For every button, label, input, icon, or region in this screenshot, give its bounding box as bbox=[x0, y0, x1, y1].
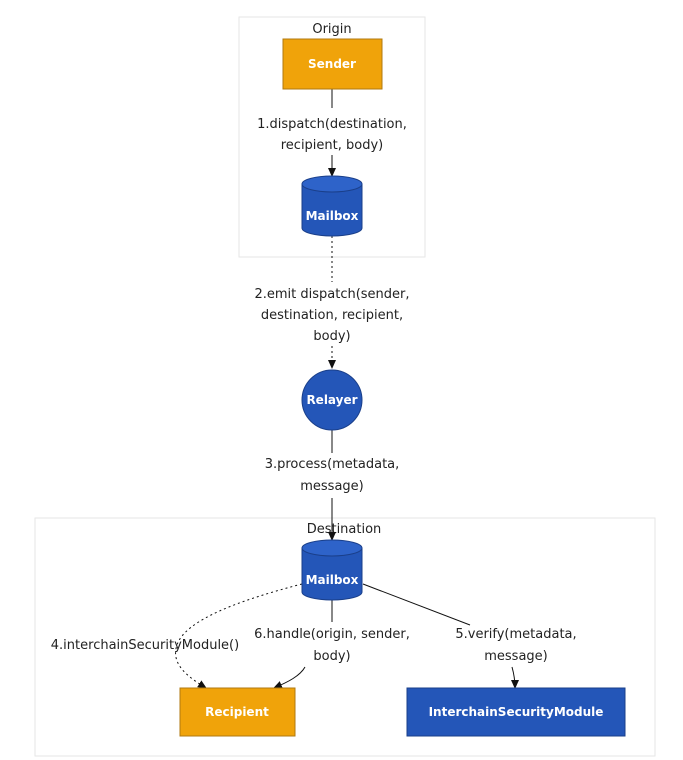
edge-ism-query-label: 4.interchainSecurityModule() bbox=[51, 638, 239, 653]
node-sender: Sender bbox=[282, 38, 383, 90]
node-recipient: Recipient bbox=[179, 687, 296, 737]
edge-handle-label-1: 6.handle(origin, sender, bbox=[254, 627, 410, 642]
edge-emit-label-1: 2.emit dispatch(sender, bbox=[254, 287, 409, 302]
node-ism: InterchainSecurityModule bbox=[406, 687, 626, 737]
node-mailbox-origin-label: Mailbox bbox=[306, 209, 359, 223]
edge-handle-tail bbox=[273, 666, 306, 689]
edge-handle-label-2: body) bbox=[313, 649, 350, 664]
edge-verify bbox=[362, 583, 471, 626]
edge-labels: 1.dispatch(destination, recipient, body)… bbox=[51, 117, 577, 664]
edge-emit-label-2: destination, recipient, bbox=[261, 308, 403, 323]
edge-ism-query bbox=[175, 583, 303, 689]
node-recipient-label: Recipient bbox=[205, 705, 269, 719]
edge-verify-tail bbox=[510, 666, 519, 689]
node-sender-label: Sender bbox=[308, 57, 356, 71]
edge-emit-label-3: body) bbox=[313, 329, 350, 344]
node-mailbox-destination: Mailbox bbox=[301, 539, 363, 601]
destination-group-label: Destination bbox=[307, 522, 382, 537]
edge-process-label-2: message) bbox=[300, 479, 364, 494]
edges bbox=[175, 89, 519, 689]
node-relayer: Relayer bbox=[301, 369, 363, 431]
node-mailbox-origin: Mailbox bbox=[301, 175, 363, 237]
node-mailbox-destination-label: Mailbox bbox=[306, 573, 359, 587]
edge-verify-label-1: 5.verify(metadata, bbox=[455, 627, 576, 642]
edge-dispatch-label-2: recipient, body) bbox=[281, 138, 384, 153]
origin-group-label: Origin bbox=[312, 22, 351, 37]
edge-verify-label-2: message) bbox=[484, 649, 548, 664]
node-ism-label: InterchainSecurityModule bbox=[429, 705, 604, 719]
edge-dispatch-label-1: 1.dispatch(destination, bbox=[257, 117, 407, 132]
edge-process-label-1: 3.process(metadata, bbox=[265, 457, 400, 472]
node-relayer-label: Relayer bbox=[306, 393, 357, 407]
